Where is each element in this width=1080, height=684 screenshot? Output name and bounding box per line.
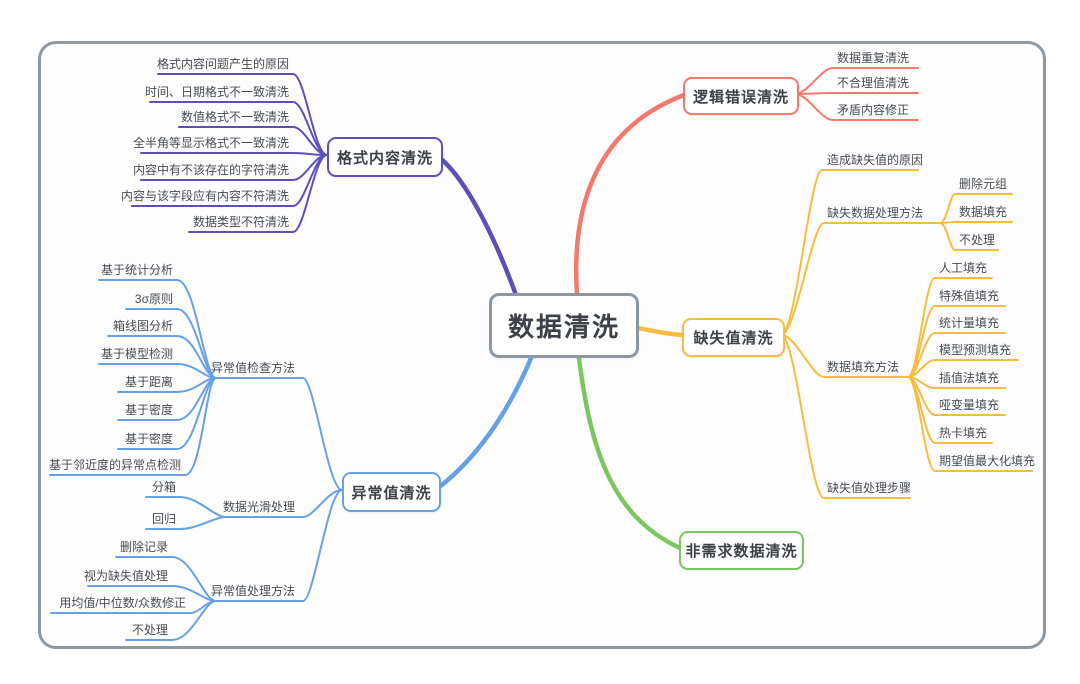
leaf-node[interactable]: 基于距离	[124, 375, 173, 389]
leaf-node[interactable]: 期望值最大化填充	[939, 454, 1036, 468]
leaf-node[interactable]: 不处理	[959, 233, 996, 247]
branch-node-unneeded[interactable]: 非需求数据清洗	[679, 531, 804, 570]
leaf-node[interactable]: 删除记录	[119, 540, 168, 554]
branch-node-logic[interactable]: 逻辑错误清洗	[683, 77, 799, 115]
leaf-node[interactable]: 内容与该字段应有内容不符清洗	[120, 189, 289, 203]
leaf-node[interactable]: 数值格式不一致清洗	[180, 110, 289, 124]
leaf-node[interactable]: 特殊值填充	[939, 289, 1000, 303]
leaf-node[interactable]: 插值法填充	[939, 371, 1000, 385]
leaf-node[interactable]: 箱线图分析	[112, 319, 173, 333]
leaf-node[interactable]: 视为缺失值处理	[83, 569, 168, 583]
root-node[interactable]: 数据清洗	[489, 293, 639, 358]
leaf-node[interactable]: 基于统计分析	[100, 263, 173, 277]
leaf-node[interactable]: 哑变量填充	[939, 398, 1000, 412]
leaf-node[interactable]: 内容中有不该存在的字符清洗	[132, 163, 289, 177]
leaf-node[interactable]: 统计量填充	[939, 316, 1000, 330]
subtopic-node[interactable]: 缺失值处理步骤	[827, 481, 912, 495]
leaf-node[interactable]: 不处理	[131, 623, 168, 637]
leaf-node[interactable]: 人工填充	[939, 261, 988, 275]
subtopic-node[interactable]: 异常值处理方法	[210, 584, 295, 598]
branch-node-outlier[interactable]: 异常值清洗	[342, 472, 441, 512]
subtopic-node[interactable]: 数据填充方法	[827, 360, 900, 374]
leaf-node[interactable]: 热卡填充	[939, 426, 988, 440]
leaf-node[interactable]: 格式内容问题产生的原因	[156, 57, 289, 71]
leaf-node[interactable]: 回归	[151, 512, 176, 526]
subtopic-node[interactable]: 数据光滑处理	[222, 500, 295, 514]
leaf-node[interactable]: 不合理值清洗	[837, 76, 910, 90]
subtopic-node[interactable]: 造成缺失值的原因	[827, 153, 924, 167]
leaf-node[interactable]: 分箱	[151, 480, 176, 494]
leaf-node[interactable]: 基于模型检测	[100, 347, 173, 361]
leaf-node[interactable]: 时间、日期格式不一致清洗	[144, 85, 289, 99]
subtopic-node[interactable]: 异常值检查方法	[210, 361, 295, 375]
branch-node-missing[interactable]: 缺失值清洗	[682, 318, 785, 357]
leaf-node[interactable]: 3σ原则	[134, 292, 173, 306]
leaf-node[interactable]: 数据重复清洗	[837, 51, 910, 65]
leaf-node[interactable]: 矛盾内容修正	[837, 103, 910, 117]
leaf-node[interactable]: 用均值/中位数/众数修正	[59, 596, 186, 610]
subtopic-node[interactable]: 缺失数据处理方法	[827, 206, 924, 220]
leaf-node[interactable]: 数据填充	[959, 205, 1008, 219]
leaf-node[interactable]: 全半角等显示格式不一致清洗	[132, 136, 289, 150]
leaf-node[interactable]: 基于邻近度的异常点检测	[48, 458, 181, 472]
leaf-node[interactable]: 数据类型不符清洗	[192, 215, 289, 229]
leaf-node[interactable]: 基于密度	[124, 432, 173, 446]
leaf-node[interactable]: 模型预测填充	[939, 343, 1012, 357]
leaf-node[interactable]: 基于密度	[124, 403, 173, 417]
leaf-node[interactable]: 删除元组	[959, 177, 1008, 191]
branch-node-format[interactable]: 格式内容清洗	[327, 137, 443, 177]
